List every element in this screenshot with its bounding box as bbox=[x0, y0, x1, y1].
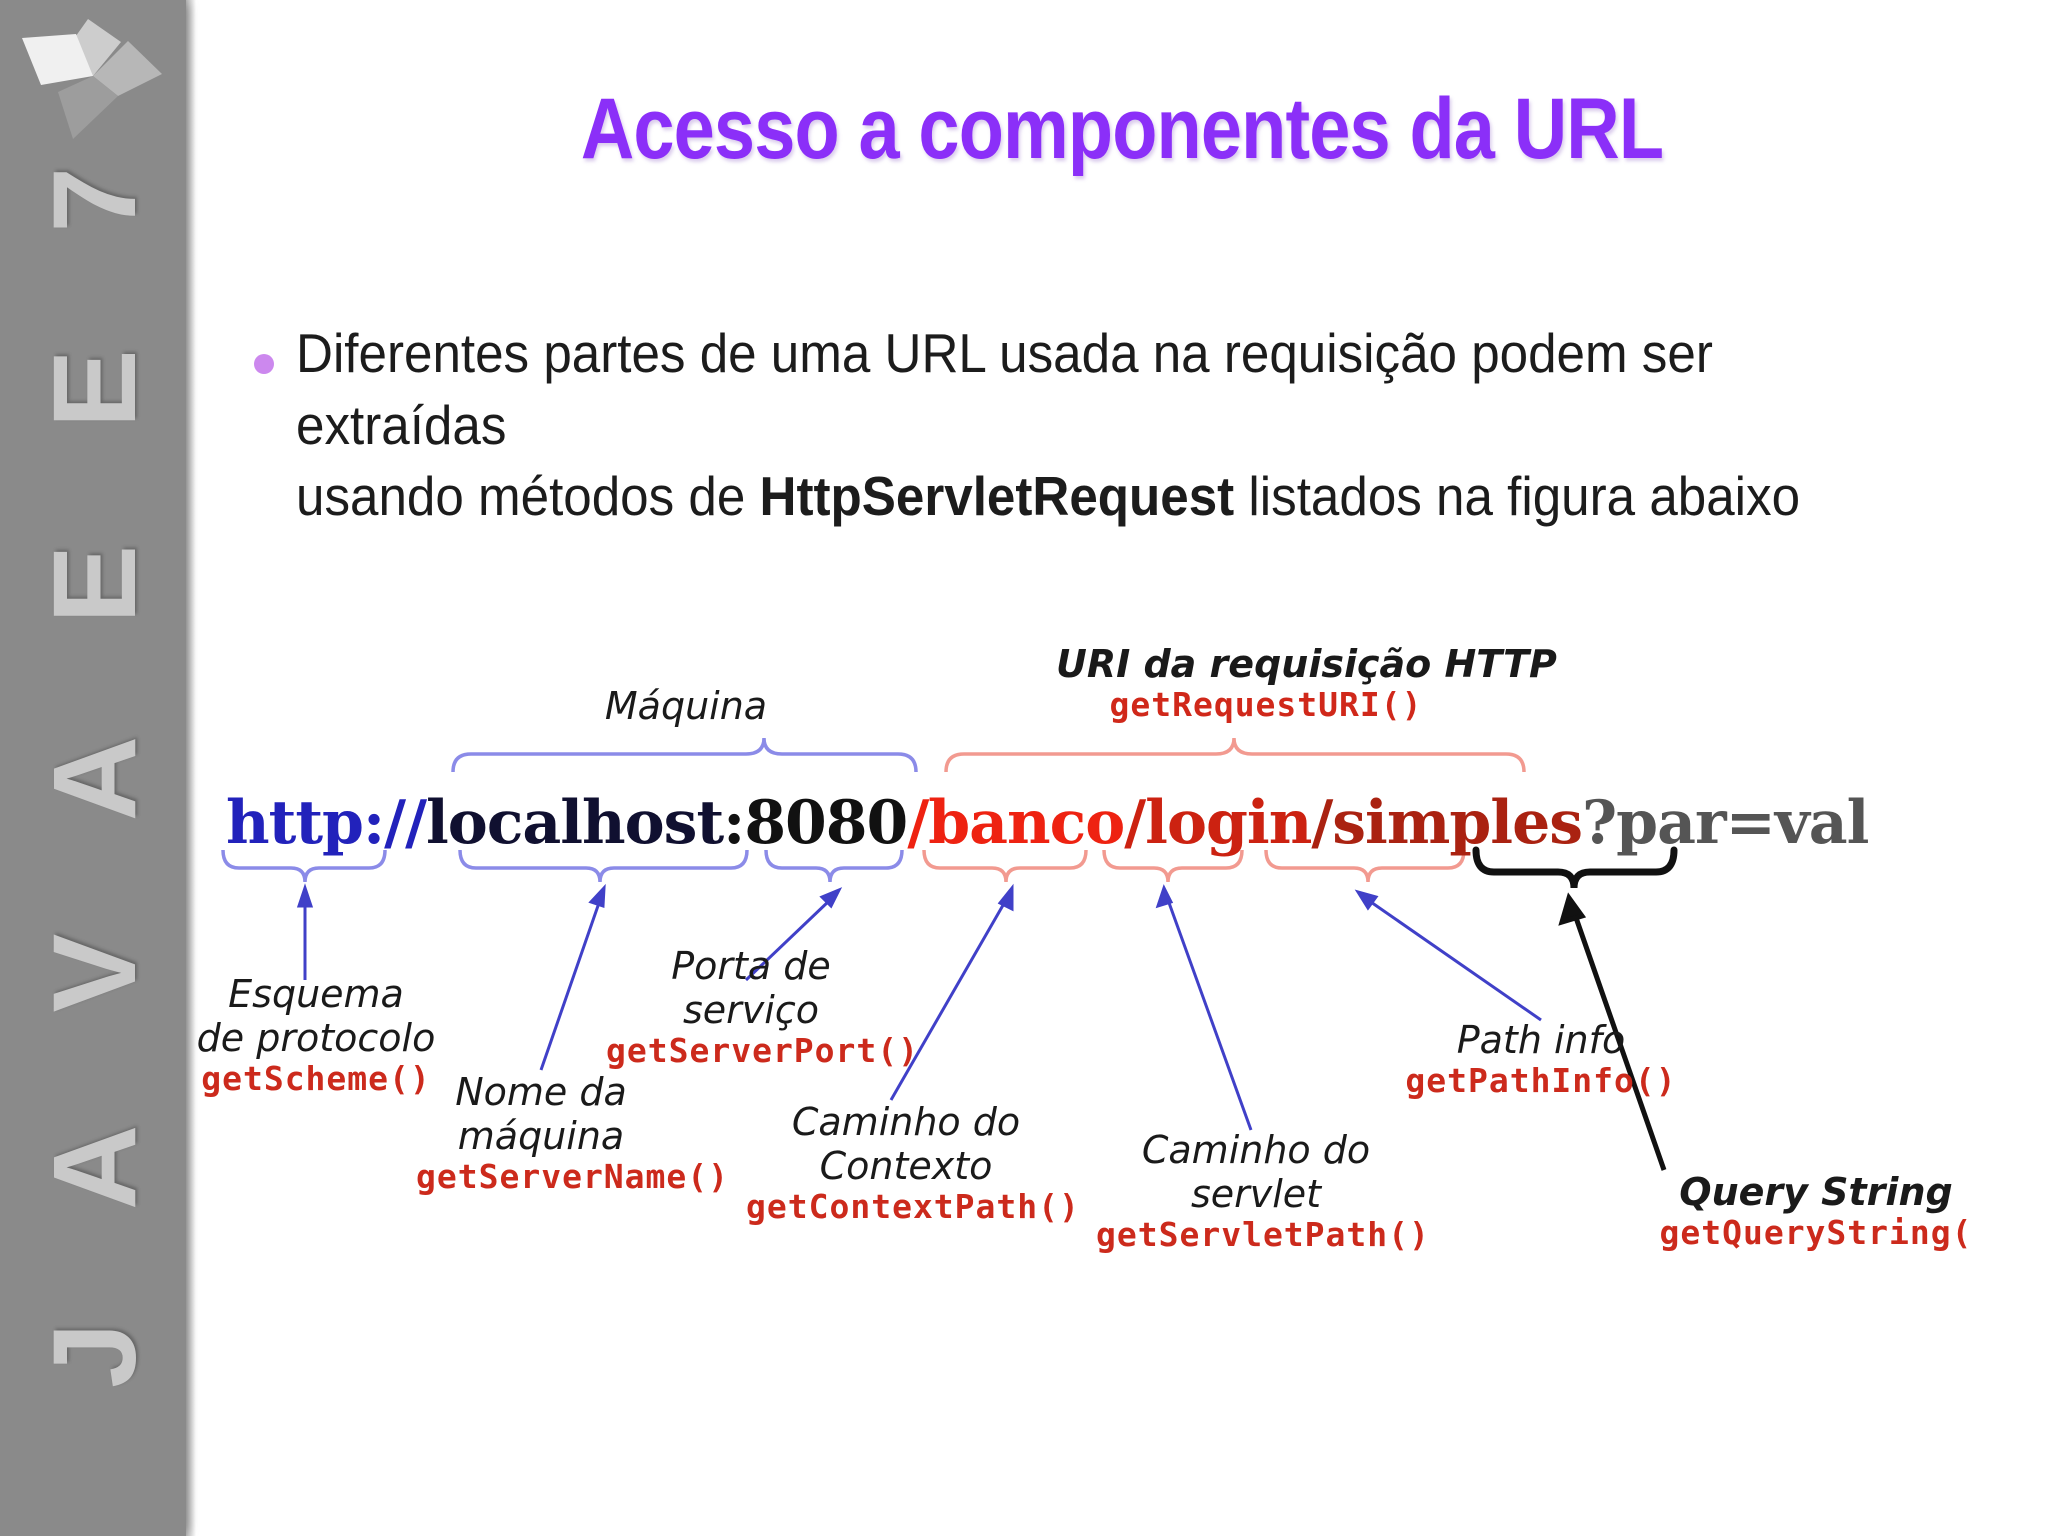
label-query-string-title: Query String bbox=[1679, 1170, 1953, 1214]
sidebar: J A V A E E 7 bbox=[0, 0, 186, 1536]
label-nome-maquina-title: Nome da máquina bbox=[455, 1070, 627, 1159]
brace-maquina bbox=[451, 737, 918, 773]
url-anatomy-diagram: http://localhost:8080/banco/login/simple… bbox=[186, 600, 2048, 1360]
label-servlet-method: getServletPath() bbox=[1096, 1215, 1430, 1255]
label-contexto-method: getContextPath() bbox=[746, 1187, 1080, 1227]
label-nome-maquina-method: getServerName() bbox=[416, 1157, 730, 1197]
label-maquina-title: Máquina bbox=[604, 684, 768, 728]
label-path-info-method: getPathInfo() bbox=[1405, 1061, 1677, 1101]
brace-path-info bbox=[1264, 849, 1466, 883]
label-query-string-method: getQueryString( bbox=[1659, 1213, 1973, 1253]
label-request-uri-method: getRequestURI() bbox=[1109, 685, 1423, 725]
label-path-info-title: Path info bbox=[1456, 1018, 1626, 1062]
sidebar-shadow-edge bbox=[186, 0, 196, 1536]
brace-hostname bbox=[458, 849, 749, 883]
url-string: http://localhost:8080/banco/login/simple… bbox=[226, 788, 1869, 858]
url-segment-context-path: /banco bbox=[907, 788, 1125, 858]
bullet-block: Diferentes partes de uma URL usada na re… bbox=[250, 318, 1950, 533]
url-segment-path-info: /simples bbox=[1311, 788, 1583, 858]
brace-query-string bbox=[1472, 846, 1678, 889]
label-request-uri: URI da requisição HTTP getRequestURI() bbox=[1056, 642, 1557, 725]
pinwheel-logo bbox=[22, 19, 162, 139]
brace-port bbox=[764, 849, 904, 883]
url-segment-colon: : bbox=[723, 788, 745, 858]
label-porta-method: getServerPort() bbox=[606, 1031, 920, 1071]
url-segment-query-string: ?par=val bbox=[1582, 788, 1869, 858]
label-caminho-do-contexto: Caminho do Contexto getContextPath() bbox=[746, 1100, 1080, 1227]
bullet-line-2-before: usando métodos de bbox=[296, 465, 760, 527]
url-segment-servlet-path: /login bbox=[1124, 788, 1312, 858]
label-contexto-title: Caminho do Contexto bbox=[791, 1100, 1021, 1189]
bullet-line-2-bold: HttpServletRequest bbox=[759, 465, 1235, 527]
label-esquema-title: Esquema de protocolo bbox=[196, 972, 436, 1061]
brace-request-uri bbox=[944, 737, 1526, 773]
url-segment-scheme: http bbox=[226, 788, 364, 858]
url-segment-hostname: localhost bbox=[426, 788, 724, 858]
label-maquina: Máquina bbox=[566, 684, 806, 728]
label-path-info: Path info getPathInfo() bbox=[1376, 1018, 1706, 1100]
url-segment-port: 8080 bbox=[744, 788, 908, 858]
diagram-connectors bbox=[221, 737, 1678, 1171]
bullet-line-1: Diferentes partes de uma URL usada na re… bbox=[296, 322, 1713, 456]
bullet-line-2-after: listados na figura abaixo bbox=[1234, 465, 1801, 527]
page-title: Acesso a componentes da URL bbox=[580, 81, 1664, 177]
label-query-string: Query String getQueryString( bbox=[1616, 1170, 2016, 1252]
label-nome-da-maquina: Nome da máquina getServerName() bbox=[416, 1070, 730, 1197]
brace-scheme bbox=[221, 849, 387, 883]
label-esquema-de-protocolo: Esquema de protocolo getScheme() bbox=[176, 972, 456, 1098]
brace-context-path bbox=[922, 849, 1088, 883]
bullet-text: Diferentes partes de uma URL usada na re… bbox=[296, 318, 1834, 533]
bullet-dot-icon bbox=[254, 354, 274, 374]
url-segment-separator: :// bbox=[363, 788, 427, 858]
label-porta-title: Porta de serviço bbox=[671, 944, 831, 1033]
label-request-uri-title: URI da requisição HTTP bbox=[1056, 642, 1557, 686]
brace-servlet-path bbox=[1102, 849, 1244, 883]
label-porta-de-servico: Porta de serviço getServerPort() bbox=[606, 944, 920, 1071]
label-esquema-method: getScheme() bbox=[201, 1059, 431, 1099]
label-servlet-title: Caminho do servlet bbox=[1141, 1128, 1371, 1217]
sidebar-brand-text: J A V A E E 7 bbox=[29, 125, 161, 1388]
label-caminho-do-servlet: Caminho do servlet getServletPath() bbox=[1096, 1128, 1430, 1255]
